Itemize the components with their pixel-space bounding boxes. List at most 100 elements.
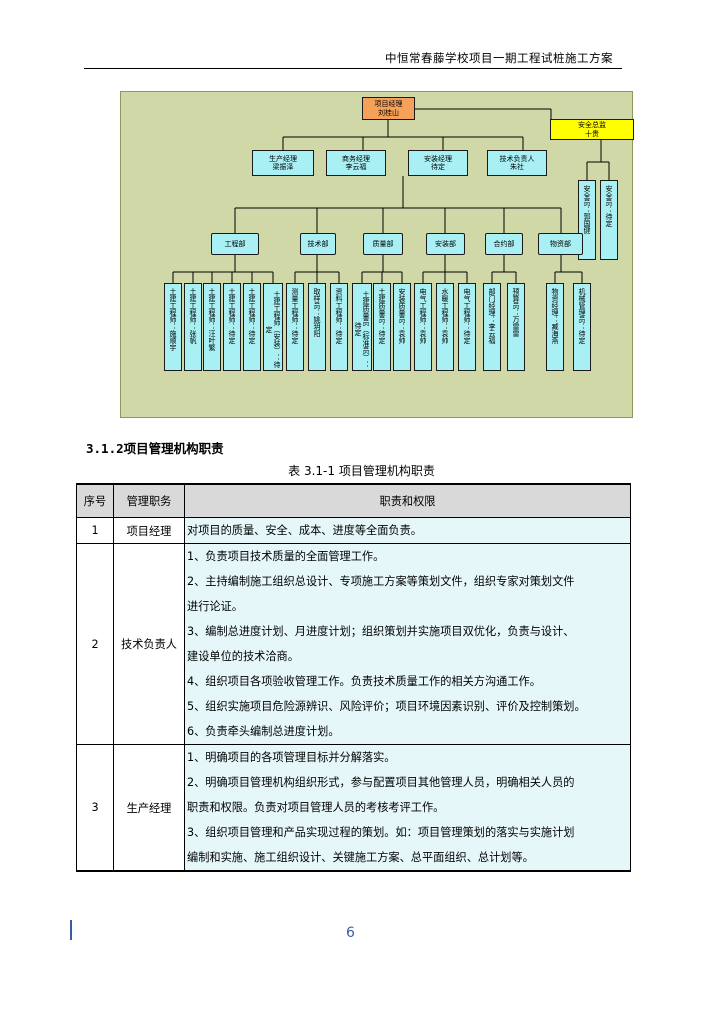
page-number: 6 — [346, 925, 355, 941]
safety-director-box: 安全总监十贵 — [550, 119, 634, 140]
manager-name: 梁振泽 — [272, 163, 294, 171]
row-no: 1 — [76, 517, 114, 544]
manager-title: 商务经理 — [342, 154, 370, 163]
safety-officer-2: 安全员：待定 — [605, 185, 614, 227]
dept-quality: 质量部 — [363, 233, 403, 255]
page-header-title: 中恒常春藤学校项目一期工程试桩施工方案 — [385, 51, 613, 65]
header-duties: 职责和权限 — [184, 483, 631, 518]
staff-box: 土建工程师：张帆 — [184, 283, 202, 371]
staff-label: 水暖工程师：袁帅 — [441, 288, 450, 344]
staff-label: 资料工程师：待定 — [335, 288, 344, 344]
manager-box-production: 生产经理梁振泽 — [252, 150, 314, 176]
row-no: 3 — [76, 744, 114, 872]
dept-label: 工程部 — [224, 239, 246, 248]
table-row: 3 生产经理 1、明确项目的各项管理目标并分解落实。 2、明确项目管理机构组织形… — [76, 744, 631, 872]
staff-box: 土建工程师：待定 — [223, 283, 241, 371]
dept-installation: 安装部 — [426, 233, 465, 255]
staff-box: 安装质量员：袁帅 — [393, 283, 411, 371]
staff-box: 土建工程师：汪叶繁 — [203, 283, 221, 371]
staff-label: 安装质量员：袁帅 — [398, 288, 407, 344]
safety-officer-1: 安全员：郭国健 — [583, 185, 592, 234]
footer-left-bar — [70, 920, 72, 940]
row-duties: 1、负责项目技术质量的全面管理工作。 2、主持编制施工组织总设计、专项施工方案等… — [184, 543, 631, 745]
staff-label: 预算员：万雷雷 — [512, 288, 521, 337]
table-title: 表 3.1-1 项目管理机构职责 — [288, 464, 435, 478]
staff-box: 电气工程师：袁帅 — [414, 283, 432, 371]
header-no: 序号 — [76, 483, 114, 518]
staff-box: 土建工程师（安装）：待定 — [263, 283, 283, 371]
dept-contracts: 合约部 — [485, 233, 523, 255]
staff-label: 土建质量员：待定 — [378, 288, 387, 344]
staff-label: 土建质量员（标准员）：待定 — [354, 290, 371, 368]
pm-title: 项目经理 — [374, 100, 403, 109]
table-row: 2 技术负责人 1、负责项目技术质量的全面管理工作。 2、主持编制施工组织总设计… — [76, 543, 631, 745]
org-chart-connectors — [172, 108, 610, 283]
manager-box-commerce: 商务经理李云福 — [326, 150, 386, 176]
dept-label: 合约部 — [493, 239, 515, 248]
duty-line: 对项目的质量、安全、成本、进度等全面负责。 — [187, 524, 422, 537]
table-header-row: 序号 管理职务 职责和权限 — [76, 483, 631, 518]
safety-director-title: 安全总监 — [578, 121, 606, 130]
duty-line: 4、组织项目各项验收管理工作。负责技术质量工作的相关方沟通工作。 — [187, 675, 541, 688]
duty-line: 6、负责牵头编制总进度计划。 — [187, 725, 340, 738]
staff-box: 机械管理员：待定 — [573, 283, 591, 371]
dept-technical: 技术部 — [300, 233, 336, 255]
duty-line: 编制和实施、施工组织设计、关键施工方案、总平面组织、总计划等。 — [187, 851, 534, 864]
header-role: 管理职务 — [113, 483, 185, 518]
staff-label: 土建工程师：汪叶繁 — [208, 288, 217, 351]
duty-line: 1、负责项目技术质量的全面管理工作。 — [187, 550, 385, 563]
safety-officer-box-2: 安全员：待定 — [600, 180, 618, 260]
duty-line: 2、明确项目管理机构组织形式，参与配置项目其他管理人员，明确相关人员的 — [187, 776, 575, 789]
dept-label: 安装部 — [435, 239, 456, 248]
duty-line: 5、组织实施项目危险源辨识、风险评价；项目环境因素识别、评价及控制策划。 — [187, 700, 586, 713]
manager-title: 安装经理 — [424, 154, 452, 163]
row-role: 生产经理 — [113, 744, 185, 872]
row-no: 2 — [76, 543, 114, 745]
staff-box: 测量工程师：待定 — [286, 283, 304, 371]
staff-box: 物资经理：臧海燕 — [546, 283, 564, 371]
duty-line: 进行论证。 — [187, 600, 243, 613]
staff-box: 电气工程师：待定 — [458, 283, 476, 371]
manager-name: 李云福 — [345, 163, 367, 171]
staff-label: 取样员：姚玥阳 — [313, 288, 322, 337]
staff-label: 土建工程师：待定 — [248, 288, 257, 344]
staff-label: 测量工程师：待定 — [291, 288, 300, 344]
project-manager-box: 项目经理刘桂山 — [362, 97, 415, 120]
staff-label: 电气工程师：待定 — [463, 288, 472, 344]
staff-box: 资料工程师：待定 — [330, 283, 348, 371]
staff-box: 水暖工程师：袁帅 — [436, 283, 454, 371]
manager-box-installation: 安装经理待定 — [408, 150, 468, 176]
manager-box-technical: 技术负责人朱社 — [487, 150, 547, 176]
staff-box: 预算员：万雷雷 — [507, 283, 525, 371]
table-row: 1 项目经理 对项目的质量、安全、成本、进度等全面负责。 — [76, 517, 631, 544]
staff-box: 土建工程师：施顺宇 — [164, 283, 182, 371]
staff-label: 物资经理：臧海燕 — [551, 288, 560, 344]
staff-box: 土建质量员：待定 — [373, 283, 391, 371]
staff-label: 机械管理员：待定 — [578, 288, 587, 344]
safety-director-name: 十贵 — [585, 129, 599, 138]
row-duties: 对项目的质量、安全、成本、进度等全面负责。 — [184, 517, 631, 544]
org-chart: 项目经理刘桂山 安全总监十贵 安全员：郭国健 安全员：待定 生产经理梁振泽 商务… — [120, 91, 634, 418]
dept-label: 技术部 — [307, 239, 329, 248]
duty-line: 职责和权限。负责对项目管理人员的考核考评工作。 — [187, 801, 445, 814]
row-role: 项目经理 — [113, 517, 185, 544]
dept-engineering: 工程部 — [211, 233, 259, 255]
pm-name: 刘桂山 — [378, 108, 399, 117]
manager-title: 生产经理 — [269, 154, 297, 163]
row-role: 技术负责人 — [113, 543, 185, 745]
header-rule — [84, 68, 622, 69]
manager-name: 朱社 — [510, 163, 524, 171]
staff-box: 取样员：姚玥阳 — [308, 283, 326, 371]
staff-box: 土建质量员（标准员）：待定 — [352, 283, 372, 371]
duty-line: 建设单位的技术洽商。 — [187, 650, 299, 663]
staff-label: 土建工程师：待定 — [228, 288, 237, 344]
duty-line: 3、编制总进度计划、月进度计划；组织策划并实施项目双优化，负责与设计、 — [187, 625, 575, 638]
dept-label: 物资部 — [550, 239, 571, 248]
staff-label: 土建工程师：施顺宇 — [169, 288, 178, 351]
staff-box: 土建工程师：待定 — [243, 283, 261, 371]
manager-title: 技术负责人 — [499, 154, 535, 163]
duty-line: 1、明确项目的各项管理目标并分解落实。 — [187, 751, 396, 764]
manager-name: 待定 — [431, 163, 445, 171]
staff-box: 部门经理：李云福 — [483, 283, 501, 371]
duties-table: 序号 管理职务 职责和权限 1 项目经理 对项目的质量、安全、成本、进度等全面负… — [76, 483, 631, 872]
